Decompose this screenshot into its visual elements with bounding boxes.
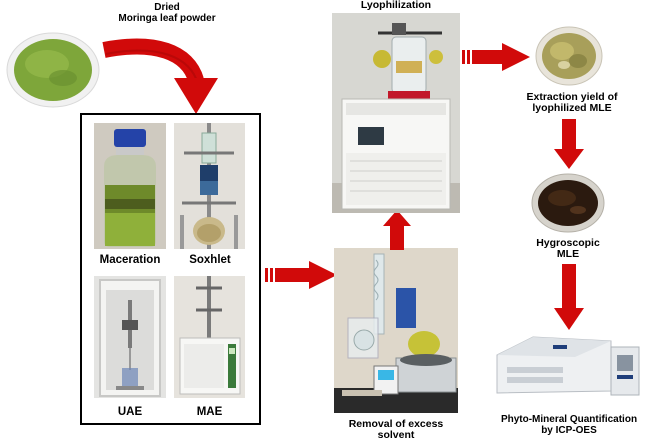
arrow-to-hygroscopic (554, 119, 584, 169)
quantification-label: Phyto-Mineral Quantification by ICP-OES (500, 414, 638, 436)
uae-photo (94, 276, 166, 398)
mae-label: MAE (196, 406, 223, 418)
icp-oes-photo (493, 333, 643, 399)
moringa-powder-photo (5, 28, 100, 108)
rotary-evaporator-photo (334, 248, 458, 413)
hygroscopic-mle-photo (530, 172, 606, 234)
removal-label: Removal of excess solvent (348, 418, 444, 441)
lyophilization-label: Lyophilization (360, 0, 432, 11)
arrow-to-quantification (554, 264, 584, 330)
curved-arrow (102, 38, 218, 114)
maceration-photo (94, 123, 166, 249)
arrow-to-yield (462, 43, 530, 71)
yield-label: Extraction yield of lyophilized MLE (526, 91, 618, 114)
soxhlet-photo (174, 123, 245, 249)
arrow-to-removal (265, 261, 337, 289)
mae-photo (174, 276, 245, 398)
lyophilizer-photo (332, 13, 460, 213)
powder-label: Dried Moringa leaf powder (118, 2, 216, 24)
hygroscopic-label: Hygroscopic MLE (536, 237, 600, 260)
extraction-methods-box (80, 113, 261, 425)
uae-label: UAE (117, 406, 143, 418)
maceration-label: Maceration (99, 254, 161, 266)
lyophilized-mle-photo (534, 25, 604, 87)
arrow-to-lyophilization (383, 210, 411, 250)
soxhlet-label: Soxhlet (189, 254, 231, 266)
